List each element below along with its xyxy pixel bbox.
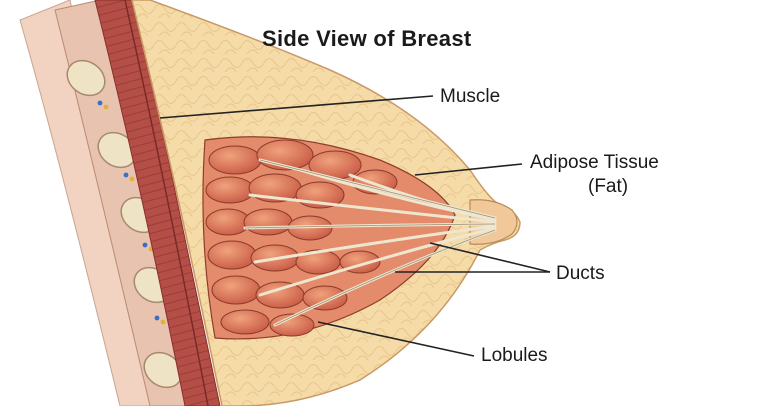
- label-ducts: Ducts: [556, 263, 605, 285]
- label-lobules: Lobules: [481, 345, 548, 367]
- label-muscle: Muscle: [440, 86, 500, 108]
- label-adipose-tissue: Adipose Tissue: [530, 152, 659, 174]
- diagram-title: Side View of Breast: [262, 26, 471, 52]
- label-fat: (Fat): [588, 176, 628, 198]
